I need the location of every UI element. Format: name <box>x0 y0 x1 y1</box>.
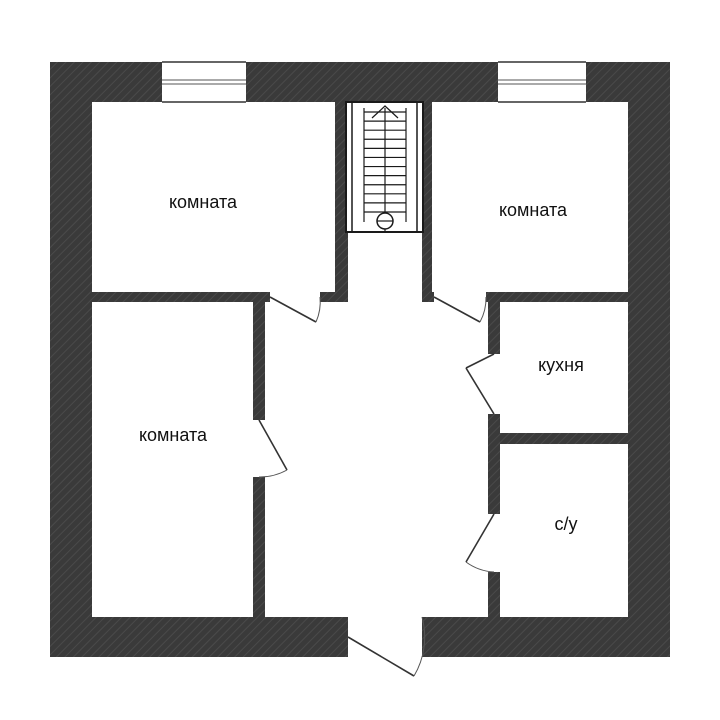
door-top-left-room[interactable] <box>269 296 321 323</box>
door-kitchen[interactable] <box>465 353 495 415</box>
room-label-kitchen: кухня <box>538 355 584 375</box>
door-entrance[interactable] <box>347 616 426 677</box>
wall-left-room-right-upper <box>253 302 265 420</box>
room-label-left: комната <box>139 425 208 445</box>
wall-kitchen-bathroom-divider <box>488 433 628 444</box>
wall-bathroom-left-lower <box>488 572 500 617</box>
room-label-top-right: комната <box>499 200 568 220</box>
staircase <box>345 101 424 233</box>
window-left <box>162 61 246 103</box>
wall-top-left-room-bottom <box>92 292 270 302</box>
outer-wall-right <box>628 62 670 657</box>
wall-top-left-room-bottom-2 <box>320 292 348 302</box>
wall-top-right-room-bottom-2 <box>486 292 628 302</box>
outer-wall-left <box>50 62 92 657</box>
wall-top-right-room-left <box>422 102 432 300</box>
wall-left-room-right-lower <box>253 477 265 617</box>
wall-top-left-room-right <box>335 102 348 302</box>
wall-kitchen-left-lower <box>488 414 500 514</box>
wall-kitchen-left-upper <box>488 302 500 354</box>
stair-arrow-head <box>371 105 399 119</box>
door-left-room[interactable] <box>258 419 288 478</box>
door-bathroom[interactable] <box>465 513 495 573</box>
room-label-top-left: комната <box>169 192 238 212</box>
window-right <box>498 61 586 103</box>
wall-top-right-room-bottom <box>422 292 434 302</box>
interior-walls <box>92 102 628 617</box>
room-label-bathroom: с/у <box>554 514 577 534</box>
door-top-right-room[interactable] <box>433 296 487 323</box>
entrance-opening <box>348 617 422 659</box>
